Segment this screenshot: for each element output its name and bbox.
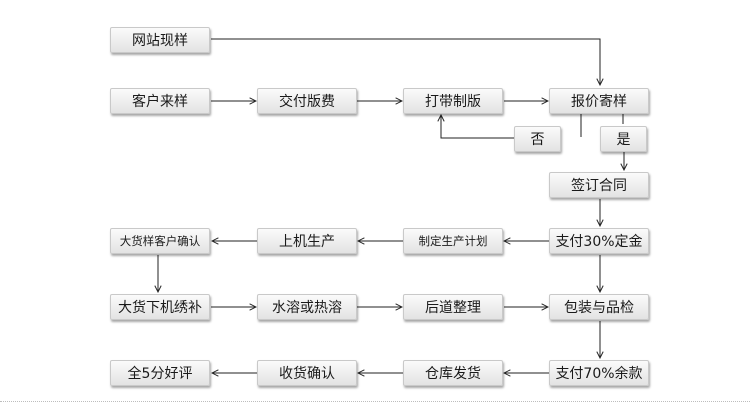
node-rating: 全5分好评 bbox=[110, 360, 210, 386]
node-customer-sample: 客户来样 bbox=[110, 88, 210, 114]
node-no: 否 bbox=[514, 126, 561, 152]
node-packing-qc: 包装与品检 bbox=[549, 294, 649, 320]
node-pay-deposit: 支付30%定金 bbox=[549, 228, 649, 254]
node-production: 上机生产 bbox=[257, 228, 357, 254]
node-website-sample: 网站现样 bbox=[110, 27, 210, 53]
node-pay-balance: 支付70%余款 bbox=[549, 360, 649, 386]
node-receive-confirm: 收货确认 bbox=[257, 360, 357, 386]
node-sign-contract: 签订合同 bbox=[549, 172, 649, 198]
node-warehouse-ship: 仓库发货 bbox=[403, 360, 503, 386]
node-bulk-embroidery: 大货下机绣补 bbox=[110, 294, 210, 320]
node-bulk-sample-confirm: 大货样客户确认 bbox=[110, 228, 210, 254]
node-tape-plate: 打带制版 bbox=[403, 88, 503, 114]
node-dissolve-press: 水溶或热溶 bbox=[257, 294, 357, 320]
node-yes: 是 bbox=[600, 126, 647, 152]
node-make-plan: 制定生产计划 bbox=[403, 228, 503, 254]
bottom-divider bbox=[0, 401, 750, 402]
node-finishing: 后道整理 bbox=[403, 294, 503, 320]
edge-no-to-tape bbox=[441, 115, 514, 139]
edge-website-to-quote bbox=[211, 38, 600, 85]
node-quote-send-sample: 报价寄样 bbox=[549, 88, 649, 114]
node-pay-plate-fee: 交付版费 bbox=[257, 88, 357, 114]
